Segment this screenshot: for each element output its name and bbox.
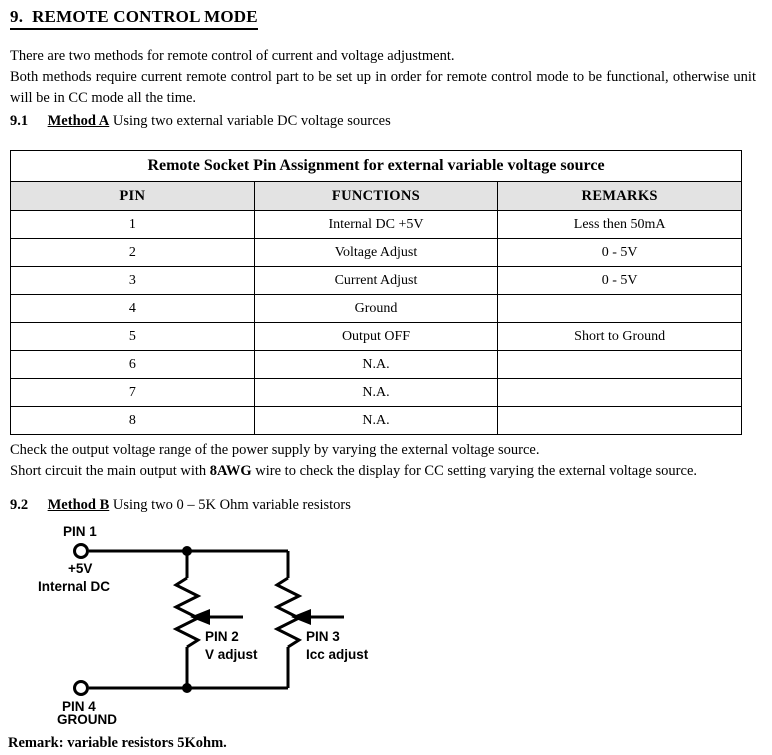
intro-line-2: Both methods require current remote cont… (10, 69, 756, 107)
cell-function: Output OFF (253, 322, 499, 351)
remark-line: Remark: variable resistors 5Kohm. (8, 735, 227, 751)
table-row: 3 Current Adjust 0 - 5V (10, 266, 742, 295)
section-heading-9-1: 9.1 Method A Using two external variable… (10, 113, 391, 130)
junction-dot-bottom-left (182, 683, 192, 693)
pin-assignment-table: Remote Socket Pin Assignment for externa… (10, 150, 742, 435)
table-row: 6 N.A. (10, 350, 742, 379)
cell-pin: 8 (10, 406, 255, 435)
left-variable-resistor-icon (172, 576, 202, 649)
circuit-label-ground: GROUND (57, 712, 117, 725)
pin1-terminal-icon (73, 543, 89, 559)
pin-assignment-table-body: Remote Socket Pin Assignment for externa… (10, 150, 742, 435)
circuit-diagram-svg: PIN 1 +5V Internal DC PIN 2 V adjust PIN… (38, 525, 369, 725)
cell-pin: 5 (10, 322, 255, 351)
cell-pin: 4 (10, 294, 255, 323)
column-header-functions: FUNCTIONS (253, 181, 499, 211)
page-title-text: REMOTE CONTROL MODE (32, 7, 258, 26)
section-9-2-description: Using two 0 – 5K Ohm variable resistors (112, 497, 351, 513)
table-row: 8 N.A. (10, 406, 742, 435)
page-title: 9. REMOTE CONTROL MODE (10, 7, 258, 30)
table-notes: Check the output voltage range of the po… (10, 440, 762, 482)
cell-pin: 1 (10, 210, 255, 239)
pin4-terminal-icon (73, 680, 89, 696)
cell-function: Current Adjust (253, 266, 499, 295)
right-variable-resistor-icon (273, 576, 303, 649)
cell-remark (497, 406, 742, 435)
cell-function: Internal DC +5V (253, 210, 499, 239)
left-wiper-arrow-icon (190, 609, 210, 625)
note-line-2: Short circuit the main output with 8AWG … (10, 461, 762, 482)
cell-pin: 6 (10, 350, 255, 379)
circuit-label-pin2: PIN 2 (205, 629, 239, 644)
note-line-2-emphasis: 8AWG (209, 463, 252, 480)
intro-paragraphs: There are two methods for remote control… (10, 46, 756, 109)
table-caption-row: Remote Socket Pin Assignment for externa… (10, 150, 742, 182)
table-row: 1 Internal DC +5V Less then 50mA (10, 210, 742, 239)
table-row: 4 Ground (10, 294, 742, 323)
right-wiper-arrow-icon (291, 609, 311, 625)
cell-function: N.A. (253, 378, 499, 407)
circuit-label-v-adjust: V adjust (205, 647, 258, 662)
note-line-2-part-2: wire to check the display for CC setting… (251, 463, 698, 480)
section-9-2-label: Method B (47, 497, 110, 513)
cell-function: N.A. (253, 350, 499, 379)
cell-remark (497, 350, 742, 379)
cell-pin: 3 (10, 266, 255, 295)
circuit-label-internal-dc: Internal DC (38, 579, 110, 594)
cell-function: N.A. (253, 406, 499, 435)
cell-remark: 0 - 5V (497, 238, 742, 267)
cell-function: Ground (253, 294, 499, 323)
circuit-label-icc-adjust: Icc adjust (306, 647, 369, 662)
section-9-2-number: 9.2 (10, 497, 29, 513)
cell-pin: 7 (10, 378, 255, 407)
intro-line-1: There are two methods for remote control… (10, 48, 455, 64)
table-header-row: PIN FUNCTIONS REMARKS (10, 181, 742, 211)
page-title-number: 9. (10, 7, 24, 26)
cell-function: Voltage Adjust (253, 238, 499, 267)
table-caption: Remote Socket Pin Assignment for externa… (10, 150, 742, 182)
section-9-1-number: 9.1 (10, 113, 29, 129)
note-line-1: Check the output voltage range of the po… (10, 442, 540, 458)
cell-remark (497, 294, 742, 323)
circuit-label-pin1-voltage: +5V (68, 561, 92, 576)
table-row: 5 Output OFF Short to Ground (10, 322, 742, 351)
note-line-2-part-1: Short circuit the main output with (10, 463, 210, 480)
cell-remark: 0 - 5V (497, 266, 742, 295)
section-9-1-label: Method A (47, 113, 110, 129)
cell-remark: Short to Ground (497, 322, 742, 351)
circuit-label-pin3: PIN 3 (306, 629, 340, 644)
column-header-remarks: REMARKS (497, 181, 742, 211)
cell-remark: Less then 50mA (497, 210, 742, 239)
circuit-label-pin1: PIN 1 (63, 525, 97, 539)
section-9-1-description: Using two external variable DC voltage s… (112, 113, 391, 129)
section-heading-9-2: 9.2 Method B Using two 0 – 5K Ohm variab… (10, 497, 351, 514)
junction-dot-top-left (182, 546, 192, 556)
circuit-diagram: PIN 1 +5V Internal DC PIN 2 V adjust PIN… (0, 525, 420, 725)
table-row: 2 Voltage Adjust 0 - 5V (10, 238, 742, 267)
cell-remark (497, 378, 742, 407)
column-header-pin: PIN (10, 181, 255, 211)
table-row: 7 N.A. (10, 378, 742, 407)
circuit-label-pin4: PIN 4 (62, 699, 96, 714)
cell-pin: 2 (10, 238, 255, 267)
